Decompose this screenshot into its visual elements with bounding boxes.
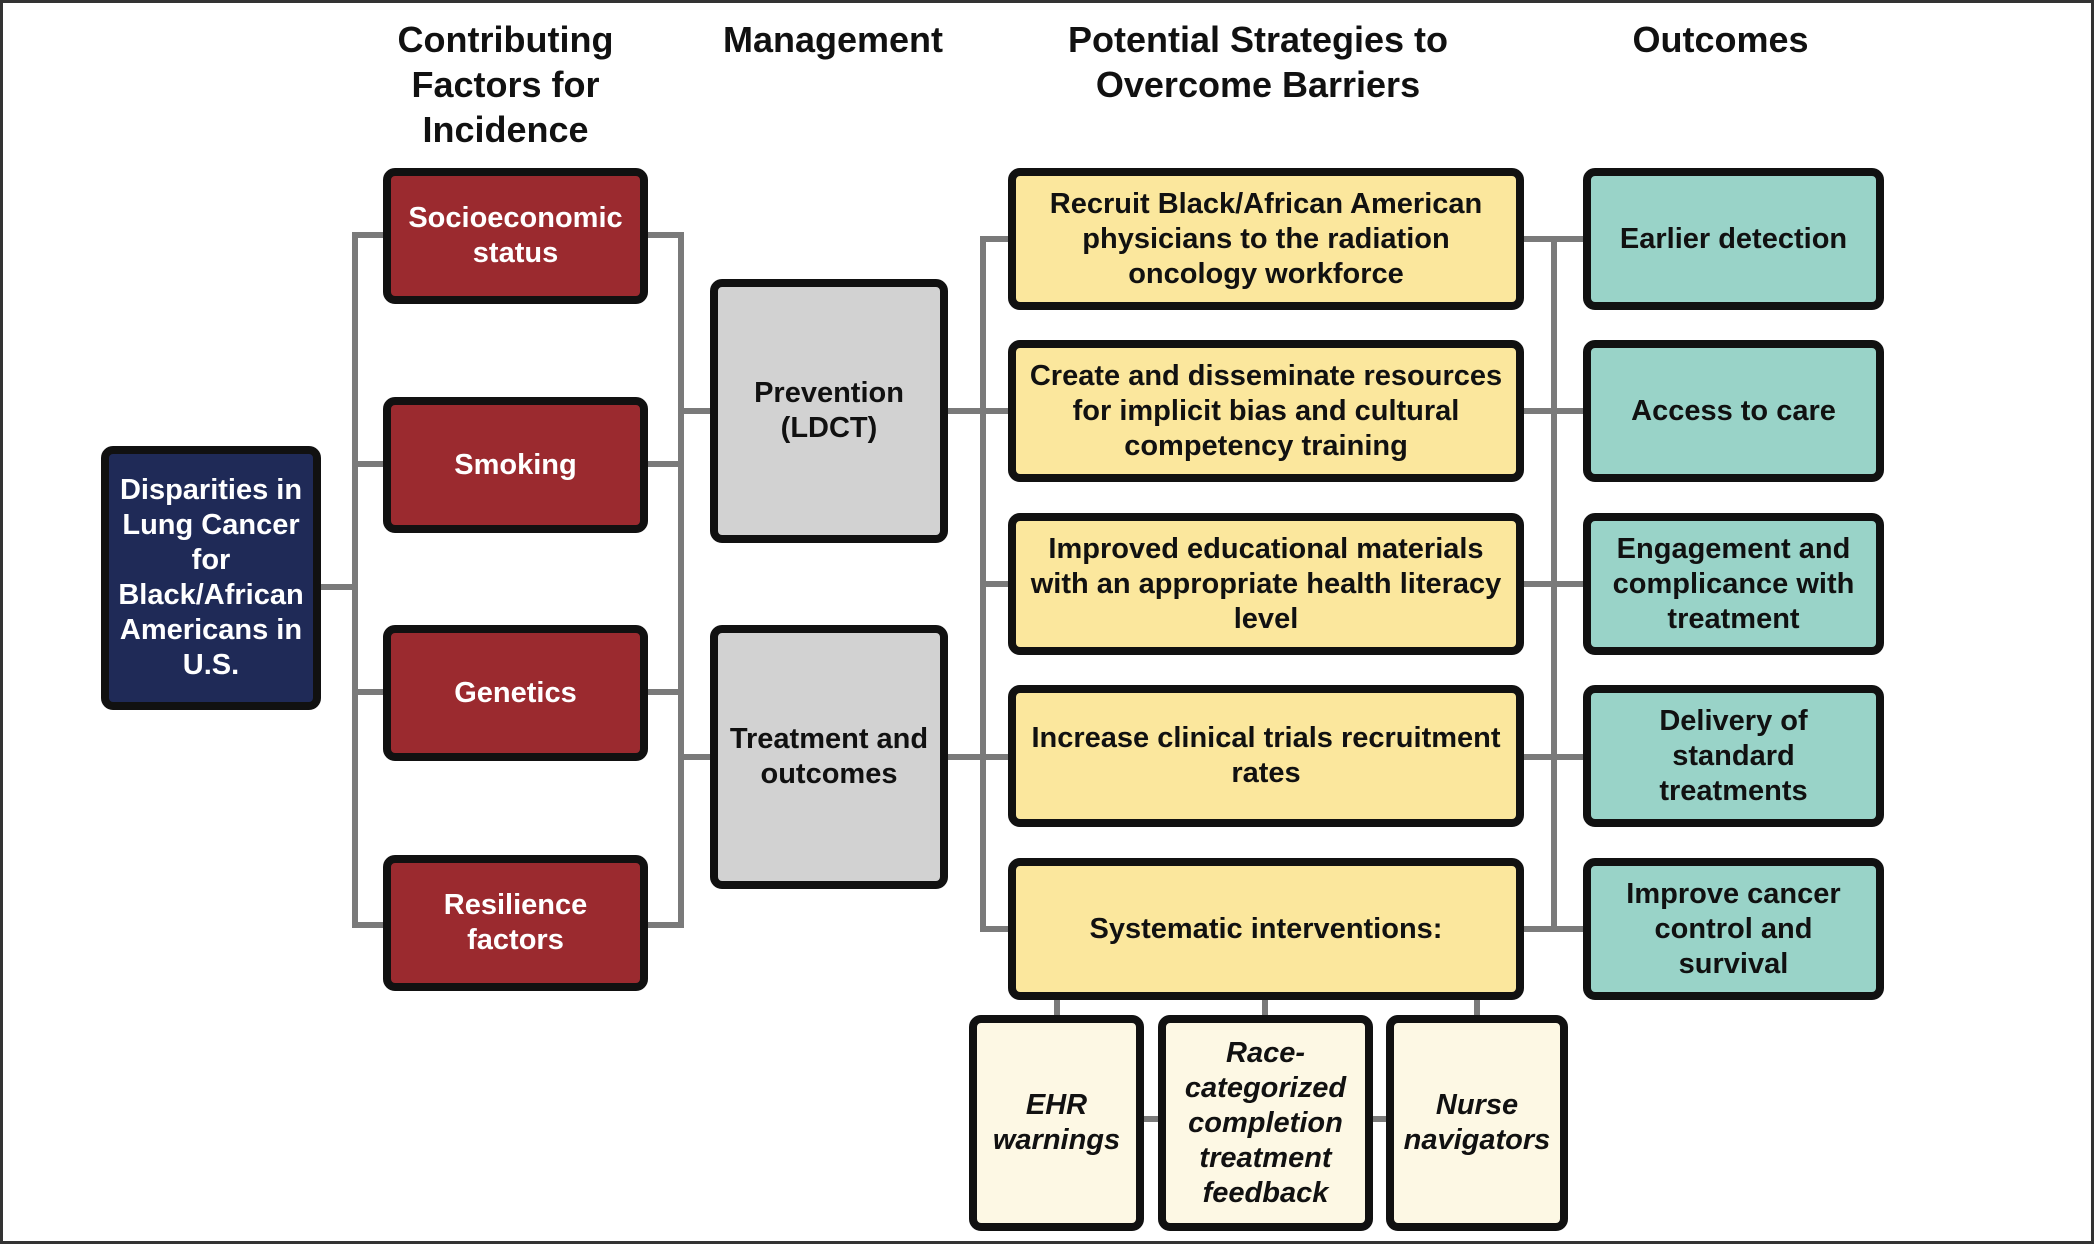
outcome-label: Delivery of standard treatments — [1659, 704, 1808, 807]
header-outcomes: Outcomes — [1632, 19, 1809, 60]
root-label: Disparities in Lung Cancer for Black/Afr… — [118, 474, 304, 681]
factor-socioeconomic: Socioeconomic status — [383, 168, 648, 304]
outcome-label: Improve cancer control and survival — [1626, 877, 1841, 980]
root-node: Disparities in Lung Cancer for Black/Afr… — [101, 446, 321, 710]
strategy-recruit-physicians: Recruit Black/African American physician… — [1008, 168, 1524, 310]
strategy-educational-materials: Improved educational materials with an a… — [1008, 513, 1524, 655]
management-treatment: Treatment and outcomes — [710, 625, 948, 889]
management-label: Treatment and outcomes — [729, 723, 929, 790]
header-strategies: Potential Strategies to Overcome Barrier… — [1067, 19, 1449, 105]
outcome-cancer-control: Improve cancer control and survival — [1583, 858, 1884, 1000]
outcome-standard-treatments: Delivery of standard treatments — [1583, 685, 1884, 827]
strategy-label: Increase clinical trials recruitment rat… — [1031, 722, 1501, 789]
intervention-ehr-warnings: EHR warnings — [969, 1015, 1144, 1231]
management-prevention: Prevention (LDCT) — [710, 279, 948, 543]
strategy-label: Recruit Black/African American physician… — [1049, 187, 1483, 290]
strategy-clinical-trials: Increase clinical trials recruitment rat… — [1008, 685, 1524, 827]
factor-resilience: Resilience factors — [383, 855, 648, 991]
header-management: Management — [722, 19, 944, 60]
management-label: Prevention (LDCT) — [754, 377, 904, 444]
factor-smoking: Smoking — [383, 397, 648, 533]
factor-genetics: Genetics — [383, 625, 648, 761]
outcome-access-to-care: Access to care — [1583, 340, 1884, 482]
strategy-systematic-interventions: Systematic interventions: — [1008, 858, 1524, 1000]
outcome-label: Access to care — [1631, 394, 1836, 427]
factor-label: Resilience factors — [443, 889, 588, 956]
factor-label: Genetics — [454, 676, 577, 709]
outcome-label: Earlier detection — [1619, 222, 1848, 255]
intervention-race-feedback: Race-categorized completion treatment fe… — [1158, 1015, 1373, 1231]
factor-label: Socioeconomic status — [408, 202, 623, 269]
header-factors: Contributing Factors for Incidence — [397, 19, 614, 150]
connector-lines — [318, 232, 1586, 1122]
outcome-earlier-detection: Earlier detection — [1583, 168, 1884, 310]
strategy-label: Create and disseminate resources for imp… — [1029, 359, 1503, 462]
strategy-label: Systematic interventions: — [1089, 912, 1443, 945]
intervention-nurse-navigators: Nurse navigators — [1386, 1015, 1568, 1231]
outcome-engagement: Engagement and complicance with treatmen… — [1583, 513, 1884, 655]
factor-label: Smoking — [454, 448, 577, 481]
intervention-label: Nurse navigators — [1403, 1089, 1551, 1156]
strategy-label: Improved educational materials with an a… — [1030, 532, 1502, 635]
strategy-bias-training: Create and disseminate resources for imp… — [1008, 340, 1524, 482]
intervention-label: EHR warnings — [992, 1089, 1121, 1156]
intervention-label: Race-categorized completion treatment fe… — [1184, 1036, 1347, 1209]
outcome-label: Engagement and complicance with treatmen… — [1612, 532, 1855, 635]
